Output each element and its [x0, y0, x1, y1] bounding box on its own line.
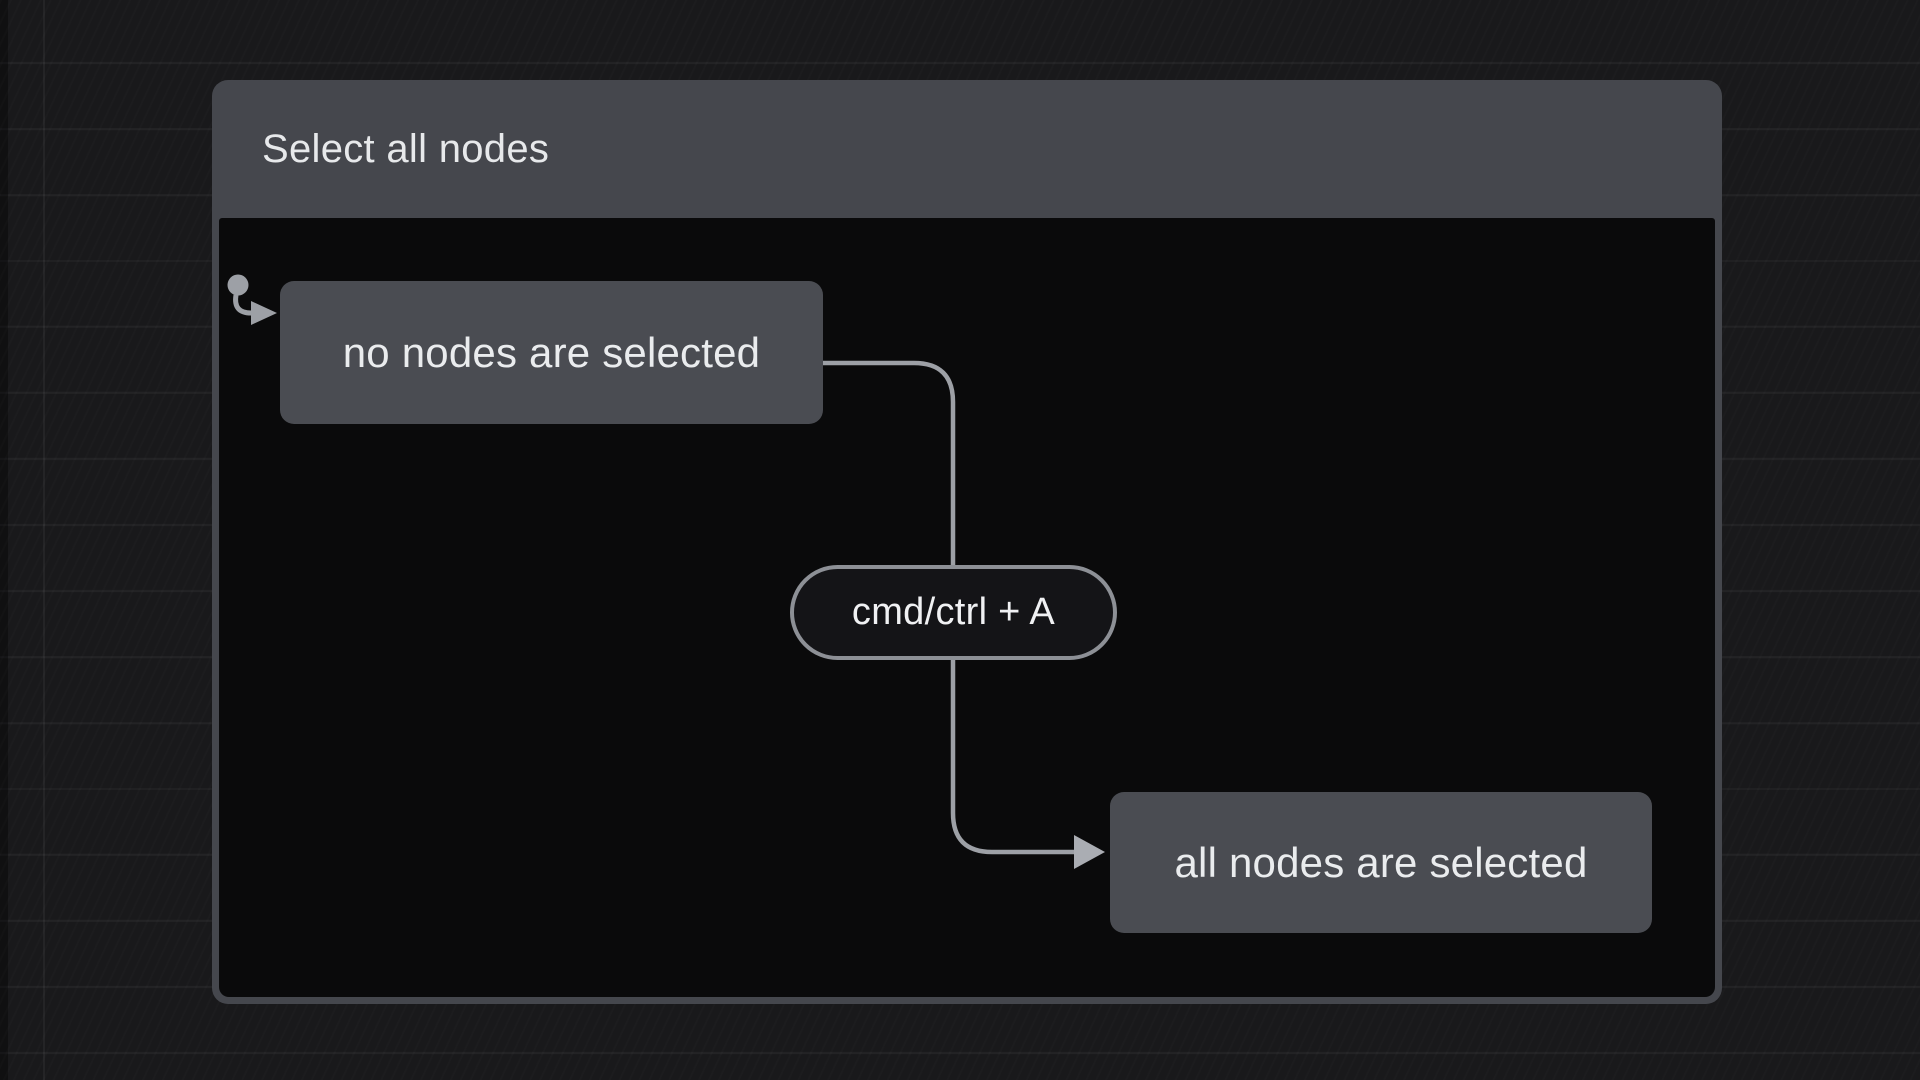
panel-header: Select all nodes	[212, 80, 1722, 218]
node-all-nodes-selected[interactable]: all nodes are selected	[1110, 792, 1652, 933]
node-no-nodes-selected[interactable]: no nodes are selected	[280, 281, 823, 424]
drag-connect-icon	[227, 274, 277, 325]
shortcut-text: cmd/ctrl + A	[851, 591, 1056, 633]
node-label: all nodes are selected	[1174, 838, 1588, 886]
flow-canvas[interactable]: no nodes are selected cmd/ctrl + A all n…	[219, 218, 1715, 997]
edge-shortcut-label: cmd/ctrl + A	[790, 565, 1117, 660]
panel-title: Select all nodes	[262, 126, 550, 171]
edge-arrowhead-icon	[1074, 835, 1105, 869]
node-label: no nodes are selected	[342, 328, 761, 376]
background-grid-line	[43, 0, 45, 1080]
background-left-edge	[0, 0, 8, 1080]
shortcut-demo-panel: Select all nodes no nodes are selected c…	[212, 80, 1722, 1004]
